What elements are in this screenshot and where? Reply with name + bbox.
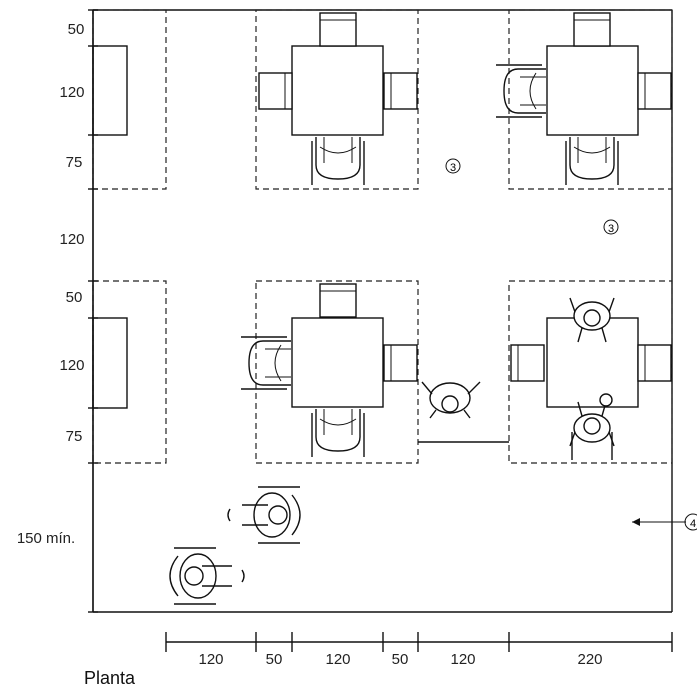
dim-left-8: 150 mín. — [17, 530, 75, 547]
person-walking — [421, 381, 481, 419]
dim-bottom-2: 50 — [266, 651, 283, 668]
dim-left-4: 120 — [59, 231, 84, 248]
svg-text:3: 3 — [608, 223, 614, 235]
dim-left-7: 75 — [66, 428, 83, 445]
dim-bottom-3: 120 — [325, 651, 350, 668]
left-dimension-line: 50 120 75 120 50 120 75 150 mín. — [17, 9, 98, 613]
dim-left-3: 75 — [66, 154, 83, 171]
dim-left-6: 120 — [59, 357, 84, 374]
dim-left-2: 120 — [59, 84, 84, 101]
dim-bottom-4: 50 — [392, 651, 409, 668]
marker-4-arrow: 4 — [632, 513, 697, 531]
wheelchair-user-1 — [227, 486, 301, 544]
svg-text:4: 4 — [690, 518, 696, 530]
dim-left-1: 50 — [68, 21, 85, 38]
left-zones — [92, 9, 167, 464]
svg-text:3: 3 — [450, 162, 456, 174]
bottom-dimension-line: 120 50 120 50 120 220 — [165, 632, 673, 668]
table-module-top-right — [495, 9, 673, 190]
table-module-bottom-left — [240, 280, 419, 464]
wheelchair-user-2 — [169, 547, 245, 605]
marker-3a: 3 — [445, 158, 461, 174]
table-module-top-left — [255, 9, 419, 190]
dim-left-5: 50 — [66, 289, 83, 306]
dim-bottom-5: 120 — [450, 651, 475, 668]
marker-3b: 3 — [603, 219, 619, 235]
dim-bottom-1: 120 — [198, 651, 223, 668]
table-module-bottom-right — [508, 280, 673, 464]
dim-bottom-6: 220 — [577, 651, 602, 668]
plan-title: Planta — [84, 668, 136, 688]
